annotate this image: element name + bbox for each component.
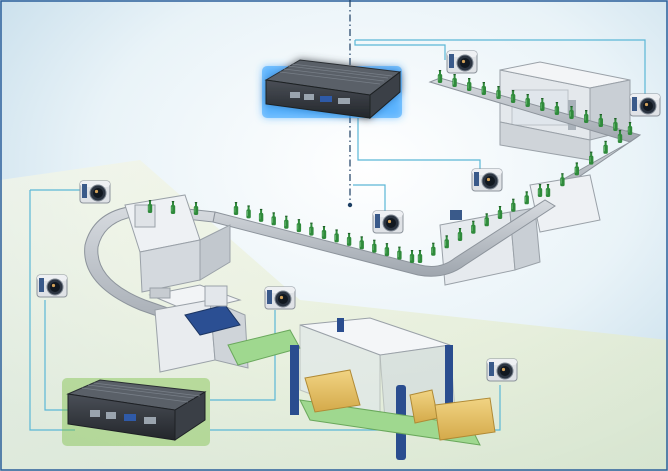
- line-left-lower: [44, 300, 75, 411]
- palletizer-frame: [290, 317, 496, 460]
- conveyor-main: [212, 199, 556, 277]
- camera-lower-right-icon: [486, 358, 518, 382]
- packing-machine: [148, 284, 249, 373]
- camera-center-icon: [372, 210, 404, 234]
- camera-mid-right-icon: [471, 168, 503, 192]
- embedded-pc-bottom: [62, 378, 210, 446]
- camera-top-center-icon: [446, 50, 478, 74]
- line-top-center: [354, 40, 446, 60]
- camera-left-lower-icon: [36, 274, 68, 298]
- embedded-pc-top: [262, 59, 402, 120]
- center-dashed-line-end: [347, 202, 353, 208]
- camera-top-right-icon: [629, 93, 661, 117]
- line-center: [353, 184, 386, 212]
- capping-machine: [124, 194, 231, 293]
- line-lower-right: [210, 385, 501, 431]
- camera-lower-middle-icon: [264, 286, 296, 310]
- line-left-upper: [29, 190, 75, 431]
- camera-left-upper-icon: [79, 180, 111, 204]
- line-top-right: [355, 39, 646, 100]
